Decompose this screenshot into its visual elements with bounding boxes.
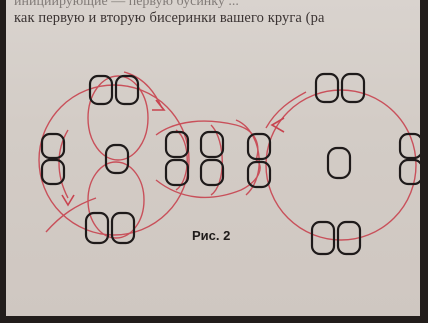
center-loop-c	[236, 120, 259, 195]
right-ring-right-beads	[400, 134, 420, 184]
beading-diagram	[6, 0, 420, 316]
figure-caption: Рис. 2	[192, 228, 230, 243]
arrow-top-left	[152, 100, 164, 110]
right-ring-thread	[266, 90, 416, 240]
right-ring-center-bead	[328, 148, 350, 178]
right-ring-bottom-beads	[312, 222, 360, 254]
center-thread-top	[156, 121, 258, 160]
beads	[42, 74, 420, 254]
left-ring-bottom-beads	[86, 213, 134, 243]
thread-paths	[39, 72, 416, 240]
book-page: инициирующие — первую бусинку ... как пе…	[6, 0, 420, 316]
top-arc-thread	[124, 72, 162, 108]
right-ring-top-beads	[316, 74, 364, 102]
right-arc-thread	[266, 92, 306, 128]
center-thread-bottom	[156, 160, 260, 197]
